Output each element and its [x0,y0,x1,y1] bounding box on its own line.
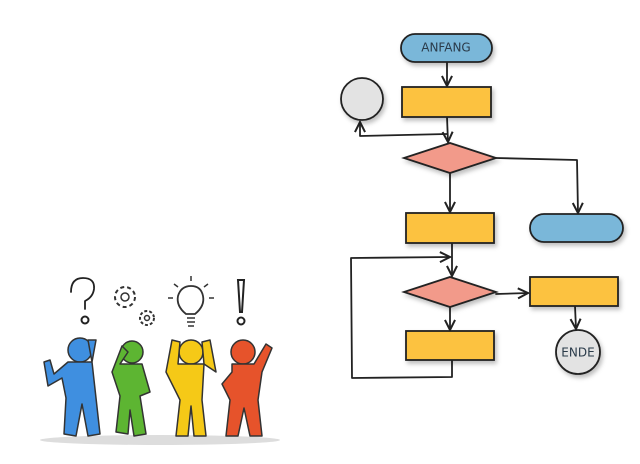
arrow-decision1-to-terminal2 [495,157,578,213]
end-label: ENDE [561,346,594,360]
exclamation-mark-icon [236,279,246,326]
loop-to-connector [360,122,448,137]
end-terminal: ENDE [555,329,601,375]
arrow-process4-to-end [575,305,576,329]
start-terminal: ANFANG [400,33,493,63]
terminal-2 [529,213,624,243]
question-mark-icon [70,277,95,325]
light-bulb-icon [168,276,214,327]
process-box-2 [405,212,495,244]
ground-shadow [40,435,280,445]
decision-diamond-2 [401,276,499,308]
connector-circle [340,77,384,121]
gears-icon [114,286,155,326]
decision-diamond-1 [401,142,499,174]
process-box-4 [529,276,619,307]
figure-blue [43,277,101,437]
process-box-1 [401,86,492,118]
figure-yellow [165,276,217,437]
start-label: ANFANG [421,41,470,55]
arrow-decision2-to-process4 [495,293,528,294]
process-box-3 [405,330,495,361]
flowchart: ANFANG ENDE [340,33,624,379]
arrow-process1-to-decision1 [447,116,448,142]
loop-back-line [350,257,453,379]
figure-green [111,286,155,437]
figure-red [221,279,273,437]
